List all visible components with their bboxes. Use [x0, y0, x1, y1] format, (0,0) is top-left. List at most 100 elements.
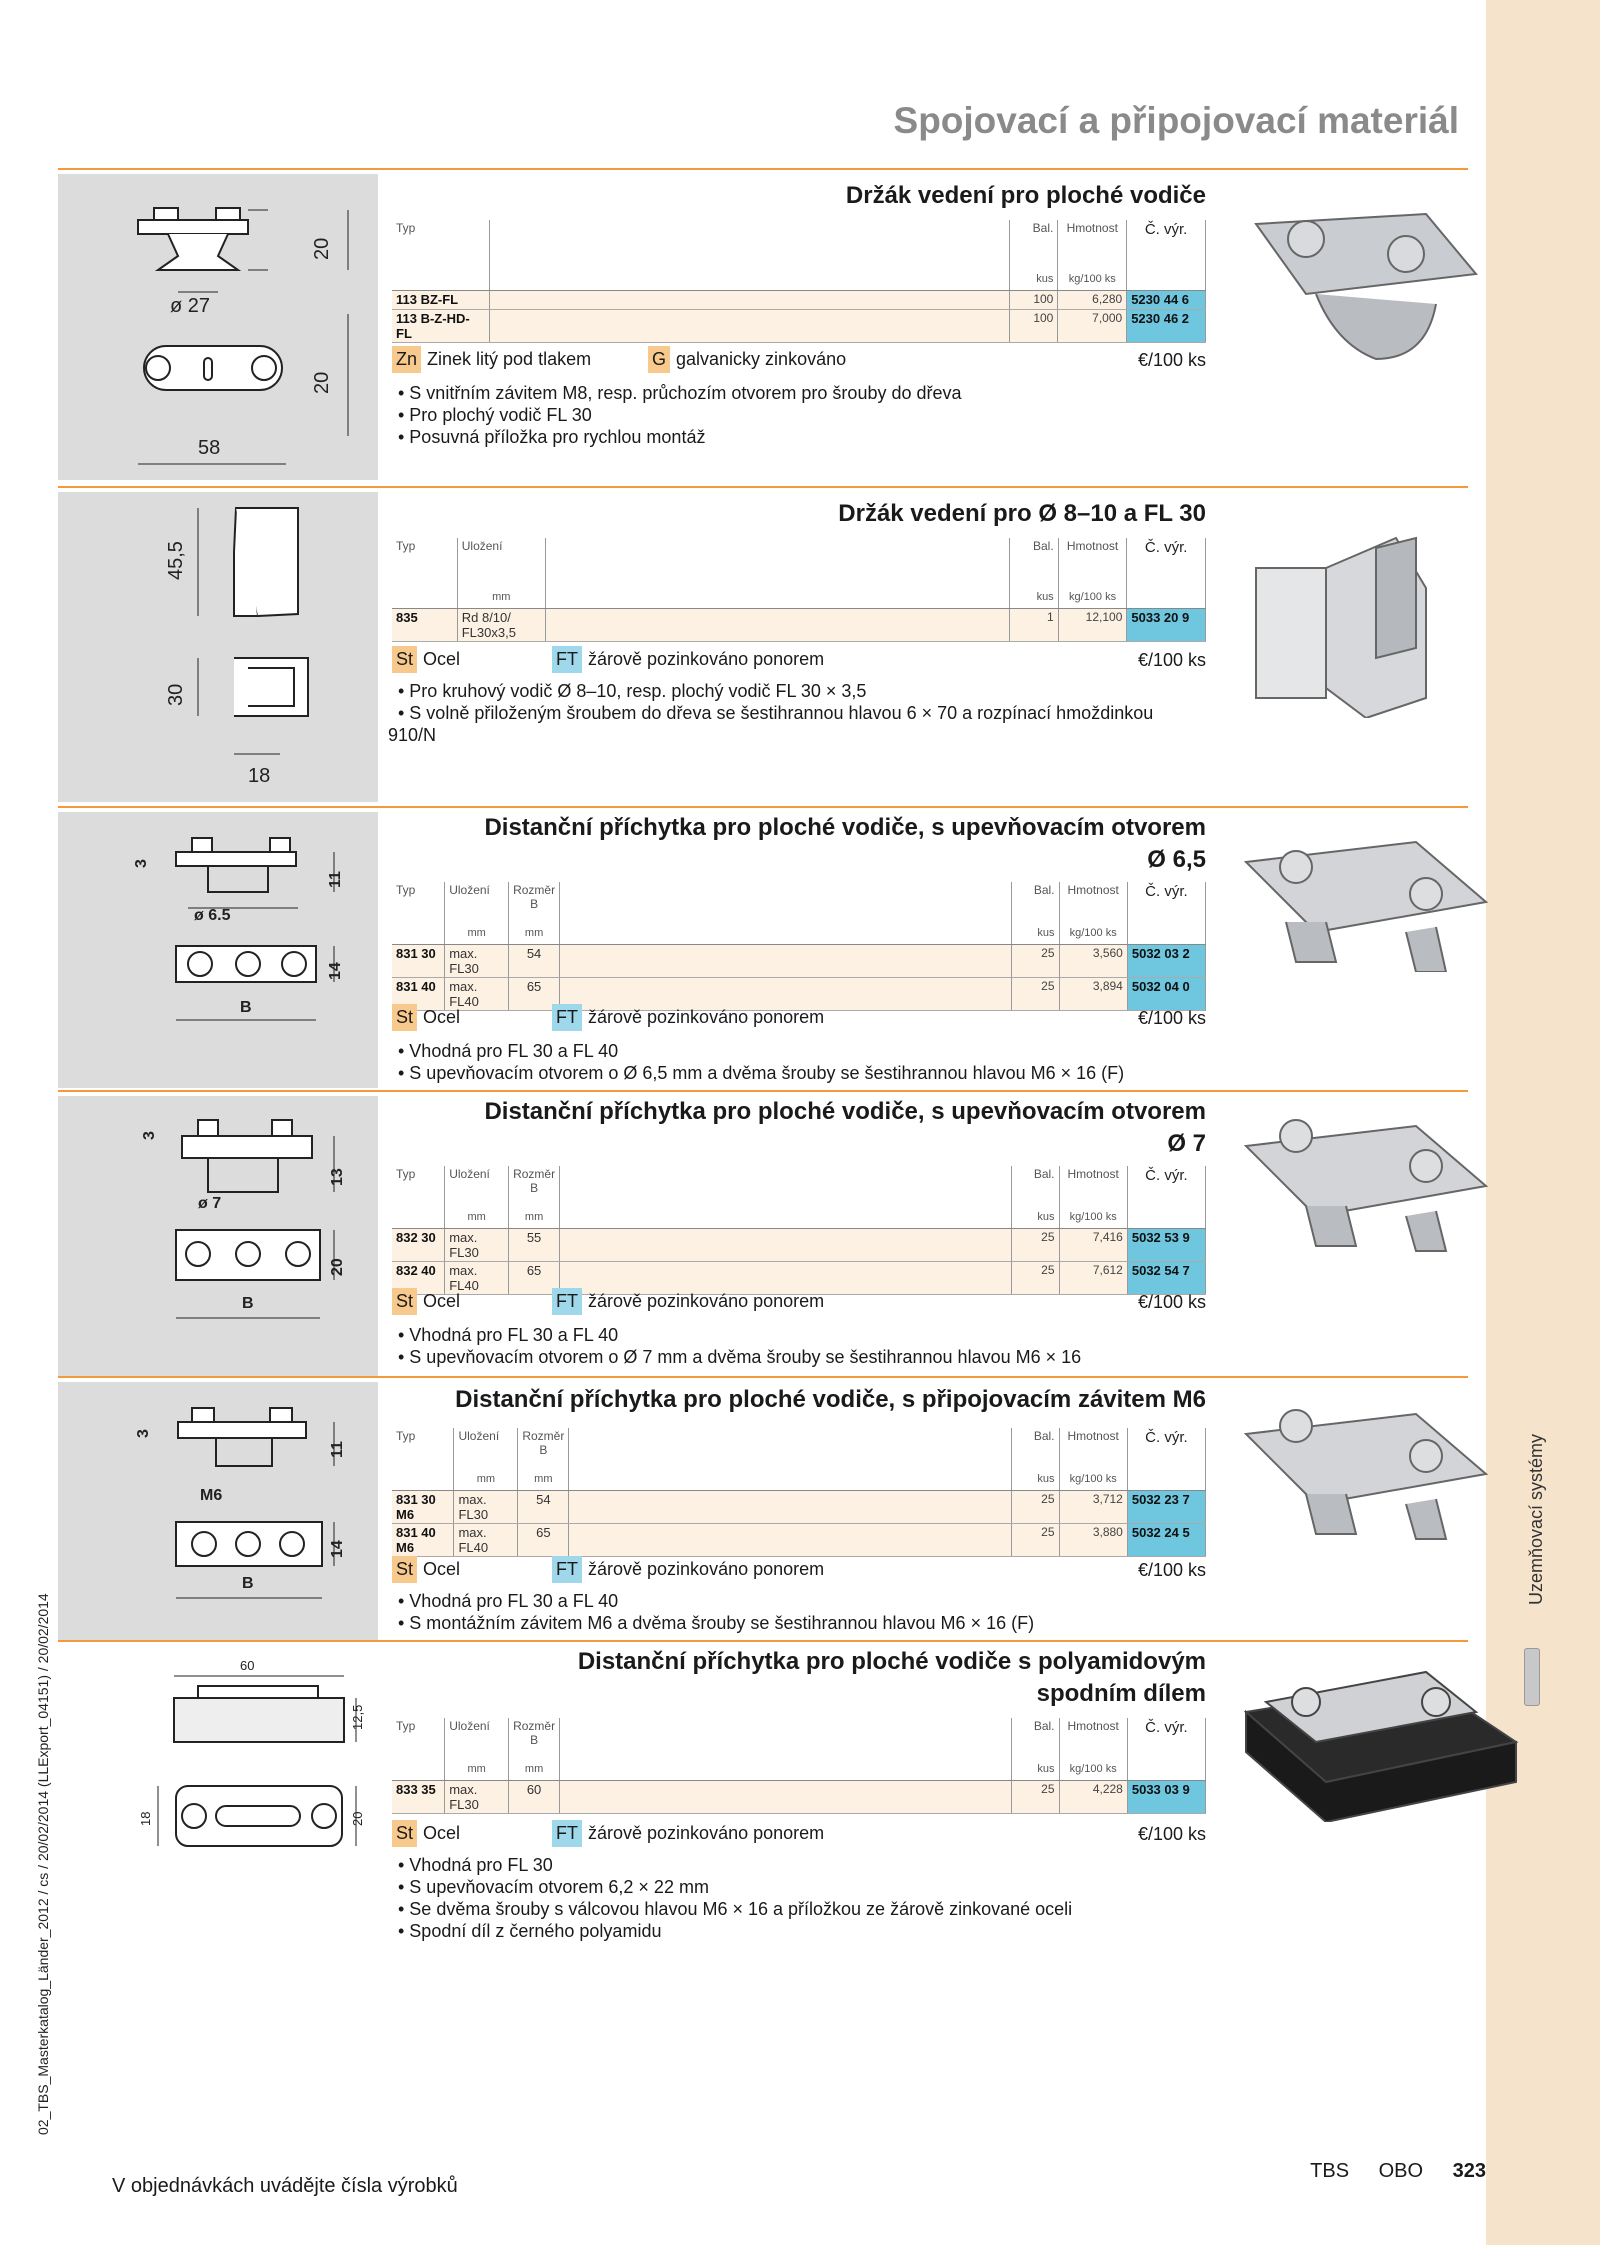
article-number: 5230 44 6 [1126, 290, 1206, 310]
catalog-reference: 02_TBS_Masterkatalog_Länder_2012 / cs / … [35, 1593, 51, 2135]
footer-note: V objednávkách uvádějte čísla výrobků [112, 2175, 458, 2197]
dim-label: B [240, 999, 252, 1016]
product-title: Distanční příchytka pro ploché vodiče, s… [484, 814, 1206, 873]
technical-drawing: ø 27 20 20 58 [58, 174, 378, 480]
technical-drawing: 3 13 ø 7 20 B [58, 1096, 378, 1378]
technical-drawing: 45,5 30 18 [58, 492, 378, 802]
price-unit: €/100 ks [1137, 350, 1206, 370]
dim-label: ø 6.5 [194, 907, 231, 924]
dim-label: 30 [165, 684, 187, 706]
col-hmotnost: Hmotnost [1057, 220, 1128, 272]
feature-list: • Vhodná pro FL 30 a FL 40• S upevňovací… [398, 1041, 1125, 1083]
dim-label: 18 [248, 765, 270, 787]
article-number: 5032 54 7 [1127, 1261, 1207, 1295]
dim-label: 11 [327, 871, 344, 888]
article-number: 5032 53 9 [1127, 1228, 1207, 1262]
dim-label: 20 [311, 238, 333, 260]
footer-brand: TBS OBO 323 [1310, 2160, 1486, 2182]
dim-label: M6 [200, 1487, 222, 1504]
product-title: Distanční příchytka pro ploché vodiče s … [577, 1648, 1206, 1707]
dim-label: 58 [198, 437, 220, 459]
product-photo [1254, 212, 1478, 361]
page-title: Spojovací a připojovací materiál [893, 100, 1459, 141]
dim-label: 20 [350, 1812, 365, 1826]
dim-label: 20 [329, 1258, 346, 1276]
dim-label: 12,5 [350, 1705, 365, 1730]
product-title: Držák vedení pro ploché vodiče [845, 182, 1206, 209]
col-bal: Bal. [1009, 220, 1059, 272]
product-photo [1243, 1119, 1489, 1252]
dim-label: 20 [311, 372, 333, 394]
dim-label: 3 [141, 1131, 158, 1140]
technical-drawing: 60 12,5 18 20 [58, 1646, 378, 1876]
material-code: Zn [392, 346, 422, 373]
article-number: 5230 46 2 [1126, 309, 1206, 343]
price-unit: €/100 ks [1137, 1560, 1206, 1580]
feature-list: • Pro kruhový vodič Ø 8–10, resp. plochý… [388, 681, 1154, 745]
dim-label: 18 [138, 1812, 153, 1826]
product-section-1: ø 27 20 20 58 Držák vedení pro ploché vo… [58, 168, 1478, 480]
article-number: 5032 23 7 [1127, 1490, 1207, 1524]
price-unit: €/100 ks [1137, 650, 1206, 670]
dim-label: 3 [135, 1429, 152, 1438]
finish-code: G [648, 346, 671, 373]
product-photo [1243, 1670, 1519, 1822]
article-number: 5032 03 2 [1127, 944, 1207, 978]
product-photo [1255, 536, 1427, 718]
price-unit: €/100 ks [1137, 1008, 1206, 1028]
price-unit: €/100 ks [1137, 1824, 1206, 1844]
product-section-3: 3 11 ø 6.5 14 B Distanční příchytka pro … [58, 806, 1489, 1088]
product-section-2: 45,5 30 18 Držák vedení pro Ø 8–10 a FL … [58, 486, 1468, 806]
dim-label: 3 [133, 859, 150, 868]
article-number: 5032 24 5 [1127, 1523, 1207, 1557]
dim-label: B [242, 1295, 254, 1312]
product-title: Držák vedení pro Ø 8–10 a FL 30 [838, 500, 1206, 527]
tab-marker-icon [1524, 1648, 1540, 1706]
article-number: 5032 04 0 [1127, 977, 1207, 1011]
product-section-6: 60 12,5 18 20 Distanční příchytka pro pl… [58, 1640, 1519, 1972]
page-number: 323 [1452, 2160, 1486, 2182]
product-title: Distanční příchytka pro ploché vodiče, s… [484, 1098, 1206, 1157]
feature-list: • Vhodná pro FL 30 a FL 40• S montážním … [398, 1591, 1035, 1633]
dim-label: 11 [329, 1441, 346, 1458]
dim-label: 14 [329, 1540, 346, 1558]
right-sidebar: Uzemňovací systémy [1486, 0, 1600, 2245]
dim-label: 13 [329, 1168, 346, 1186]
product-photo [1243, 840, 1489, 972]
col-typ: Typ [392, 220, 490, 272]
feature-list: • Vhodná pro FL 30 a FL 40• S upevňovací… [398, 1325, 1082, 1367]
dim-label: 45,5 [165, 541, 187, 580]
feature-list: • Vhodná pro FL 30• S upevňovacím otvore… [398, 1855, 1073, 1941]
dim-label: ø 7 [198, 1195, 221, 1212]
product-section-5: 3 11 M6 14 B Distanční příchytka pro plo… [58, 1376, 1489, 1640]
technical-drawing: 3 11 M6 14 B [58, 1382, 378, 1640]
product-section-4: 3 13 ø 7 20 B Distanční příchytka pro pl… [58, 1090, 1489, 1378]
article-number: 5033 03 9 [1127, 1780, 1207, 1814]
technical-drawing: 3 11 ø 6.5 14 B [58, 812, 378, 1088]
dim-label: 14 [327, 962, 344, 980]
dim-label: B [242, 1575, 254, 1592]
dim-label: 60 [240, 1658, 254, 1673]
dim-label: ø 27 [170, 295, 210, 317]
price-unit: €/100 ks [1137, 1292, 1206, 1312]
